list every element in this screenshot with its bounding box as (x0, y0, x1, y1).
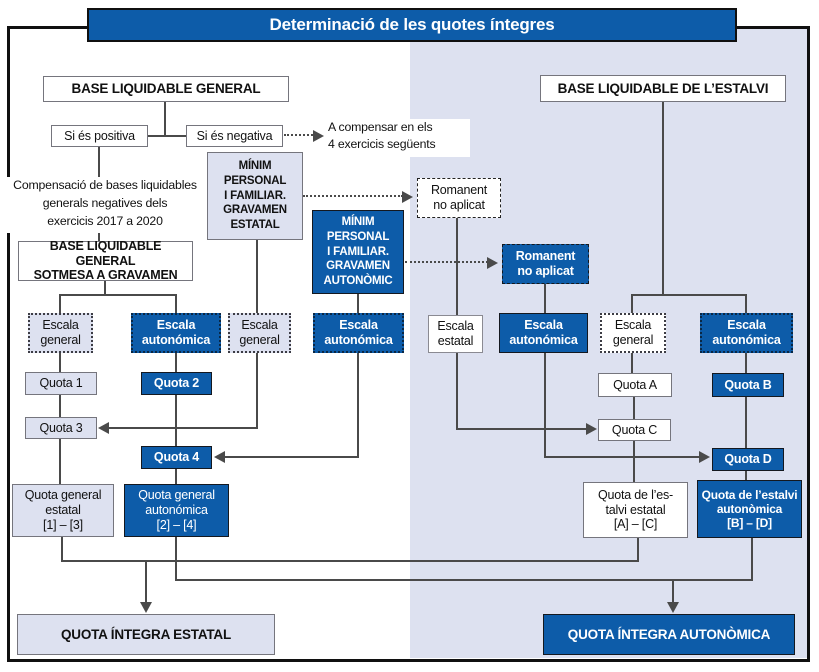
box-escala-autonomica-2: Escala autonómica (313, 313, 404, 353)
dotted-connector (405, 261, 488, 263)
box-quota-c: Quota C (598, 419, 671, 441)
connector (637, 538, 639, 561)
box-quota-a: Quota A (598, 373, 672, 397)
box-escala-general-1: Escala general (28, 313, 93, 353)
box-quota-general-autonomica: Quota general autonómica [2] – [4] (124, 484, 229, 537)
connector (175, 579, 753, 581)
box-romanent-no-aplicat-estatal: Romanent no aplicat (417, 178, 501, 218)
connector (175, 395, 177, 447)
connector (175, 294, 177, 314)
connector (357, 293, 359, 314)
connector (59, 439, 61, 485)
connector (147, 135, 187, 137)
connector (456, 353, 458, 430)
dotted-connector (284, 134, 313, 136)
connector (256, 240, 258, 314)
connector (61, 537, 63, 562)
box-quota-4: Quota 4 (141, 446, 212, 469)
connector (633, 441, 635, 483)
box-base-liquidable-general: BASE LIQUIDABLE GENERAL (43, 76, 289, 102)
arrowhead-into-quota4 (214, 451, 225, 463)
connector (164, 101, 166, 136)
connector (745, 471, 747, 481)
dotted-connector (303, 195, 403, 197)
box-romanent-no-aplicat-autonomic: Romanent no aplicat (502, 244, 589, 284)
connector (745, 397, 747, 449)
connector (751, 538, 753, 581)
connector (672, 579, 674, 603)
box-si-es-positiva: Si és positiva (51, 125, 148, 147)
connector (175, 353, 177, 373)
connector (631, 294, 633, 314)
connector (456, 217, 458, 317)
box-quota-d: Quota D (712, 448, 784, 471)
box-quota-general-estatal: Quota general estatal [1] – [3] (12, 484, 114, 537)
box-escala-autonomica-estalvi: Escala autonómica (700, 313, 793, 353)
box-base-sotmesa-gravamen: BASE LIQUIDABLE GENERAL SOTMESA A GRAVAM… (18, 239, 193, 282)
box-si-es-negativa: Si és negativa (186, 125, 283, 147)
connector (745, 353, 747, 374)
connector (544, 353, 546, 458)
connector (108, 427, 258, 429)
diagram-title: Determinació de les quotes íntegres (87, 8, 737, 42)
connector (224, 456, 359, 458)
connector (59, 353, 61, 373)
box-quota-3: Quota 3 (25, 417, 97, 439)
connector (357, 353, 359, 458)
box-minim-gravamen-autonomic: MÍNIM PERSONAL I FAMILIAR. GRAVAMEN AUTO… (312, 210, 404, 294)
box-escala-autonomica-romanent: Escala autonómica (499, 313, 588, 353)
arrowhead-into-quotaC (586, 423, 597, 435)
connector (175, 469, 177, 485)
box-escala-estatal: Escala estatal (428, 315, 483, 353)
connector (61, 560, 639, 562)
box-base-liquidable-estalvi: BASE LIQUIDABLE DE L’ESTALVI (540, 75, 786, 102)
box-quota-b: Quota B (712, 373, 784, 397)
box-escala-autonomica-1: Escala autonómica (131, 313, 221, 353)
box-quota-1: Quota 1 (25, 372, 97, 395)
connector (631, 353, 633, 374)
note-compensacio: Compensació de bases liquidables general… (7, 177, 203, 233)
box-escala-general-2: Escala general (228, 313, 291, 353)
arrowhead-into-romanent-autonomic (487, 257, 498, 269)
note-a-compensar: A compensar en els 4 exercicis següents (328, 119, 470, 157)
connector (544, 456, 700, 458)
arrowhead-into-quota3 (98, 422, 109, 434)
connector (59, 294, 61, 314)
box-quota-integra-autonomica: QUOTA ÍNTEGRA AUTONÒMICA (543, 614, 795, 655)
box-quota-integra-estatal: QUOTA ÍNTEGRA ESTATAL (17, 614, 275, 655)
connector (175, 537, 177, 581)
box-quota-estalvi-autonomica: Quota de l’estalvi autonòmica [B] – [D] (697, 480, 802, 538)
arrowhead-into-romanent-estatal (402, 191, 413, 203)
arrowhead-into-a-compensar (313, 130, 324, 142)
connector (59, 294, 177, 296)
box-escala-general-estalvi: Escala general (600, 313, 666, 353)
connector (256, 353, 258, 429)
connector (662, 102, 664, 296)
connector (631, 294, 747, 296)
box-quota-estalvi-estatal: Quota de l’es- talvi estatal [A] – [C] (583, 482, 688, 538)
connector (456, 428, 588, 430)
arrowhead-into-quota-integra-autonomica (667, 602, 679, 613)
connector (544, 283, 546, 314)
arrowhead-into-quotaD (699, 451, 710, 463)
connector (633, 397, 635, 420)
arrowhead-into-quota-integra-estatal (140, 602, 152, 613)
box-quota-2: Quota 2 (141, 372, 212, 395)
connector (145, 560, 147, 603)
connector (59, 395, 61, 418)
connector (104, 281, 106, 295)
connector (745, 294, 747, 314)
box-minim-gravamen-estatal: MÍNIM PERSONAL I FAMILIAR. GRAVAMEN ESTA… (207, 152, 303, 240)
